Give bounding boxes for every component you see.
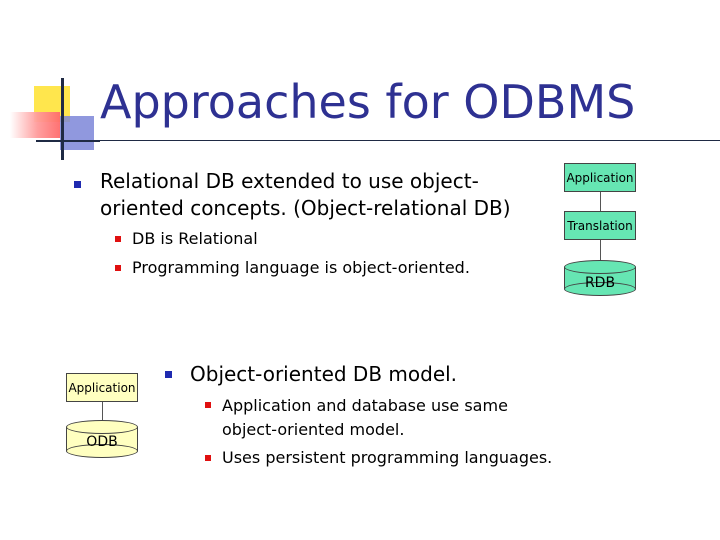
cylinder-bottom <box>564 282 636 296</box>
sub-bullet-text: Application and database use same object… <box>222 394 602 442</box>
sub-bullet-line: Application and database use same <box>222 396 508 415</box>
sub-bullet-text: DB is Relational <box>132 229 258 248</box>
diagram1-rdb-cylinder: RDB <box>564 260 636 296</box>
cylinder-top <box>66 420 138 434</box>
cylinder-bottom <box>66 444 138 458</box>
decor-vertical-line <box>61 78 64 160</box>
diagram1-connector <box>600 192 601 211</box>
diagram2-application-label: Application <box>68 380 136 395</box>
diagram1-translation-label: Translation <box>567 218 633 233</box>
title-underline <box>58 140 720 141</box>
cylinder-top <box>564 260 636 274</box>
sub-bullet-text: Uses persistent programming languages. <box>222 448 553 467</box>
slide-title: Approaches for ODBMS <box>100 75 636 129</box>
diagram2-application-box: Application <box>66 373 138 402</box>
diagram1-rdb-label: RDB <box>584 275 616 291</box>
bullet-line: Relational DB extended to use object- <box>100 169 479 193</box>
bullet-text-relational: Relational DB extended to use object- or… <box>100 168 550 222</box>
diagram1-application-box: Application <box>564 163 636 192</box>
diagram2-odb-label: ODB <box>86 434 118 450</box>
sub-bullet-line: object-oriented model. <box>222 420 405 439</box>
sub-bullet-marker <box>205 402 211 408</box>
decor-red-bar <box>10 112 60 138</box>
sub-bullet-text: Programming language is object-oriented. <box>132 258 470 277</box>
sub-bullet-marker <box>115 265 121 271</box>
bullet-marker <box>74 181 81 188</box>
decor-blue-square <box>60 116 94 150</box>
diagram2-odb-cylinder: ODB <box>66 420 138 458</box>
bullet-text-object-oriented: Object-oriented DB model. <box>190 362 458 386</box>
diagram1-connector <box>600 240 601 262</box>
sub-bullet-marker <box>115 236 121 242</box>
diagram1-translation-box: Translation <box>564 211 636 240</box>
diagram2-connector <box>102 402 103 422</box>
decor-horizontal-line <box>36 140 100 142</box>
bullet-marker <box>165 371 172 378</box>
diagram1-application-label: Application <box>566 170 634 185</box>
sub-bullet-marker <box>205 455 211 461</box>
bullet-line: oriented concepts. (Object-relational DB… <box>100 196 511 220</box>
